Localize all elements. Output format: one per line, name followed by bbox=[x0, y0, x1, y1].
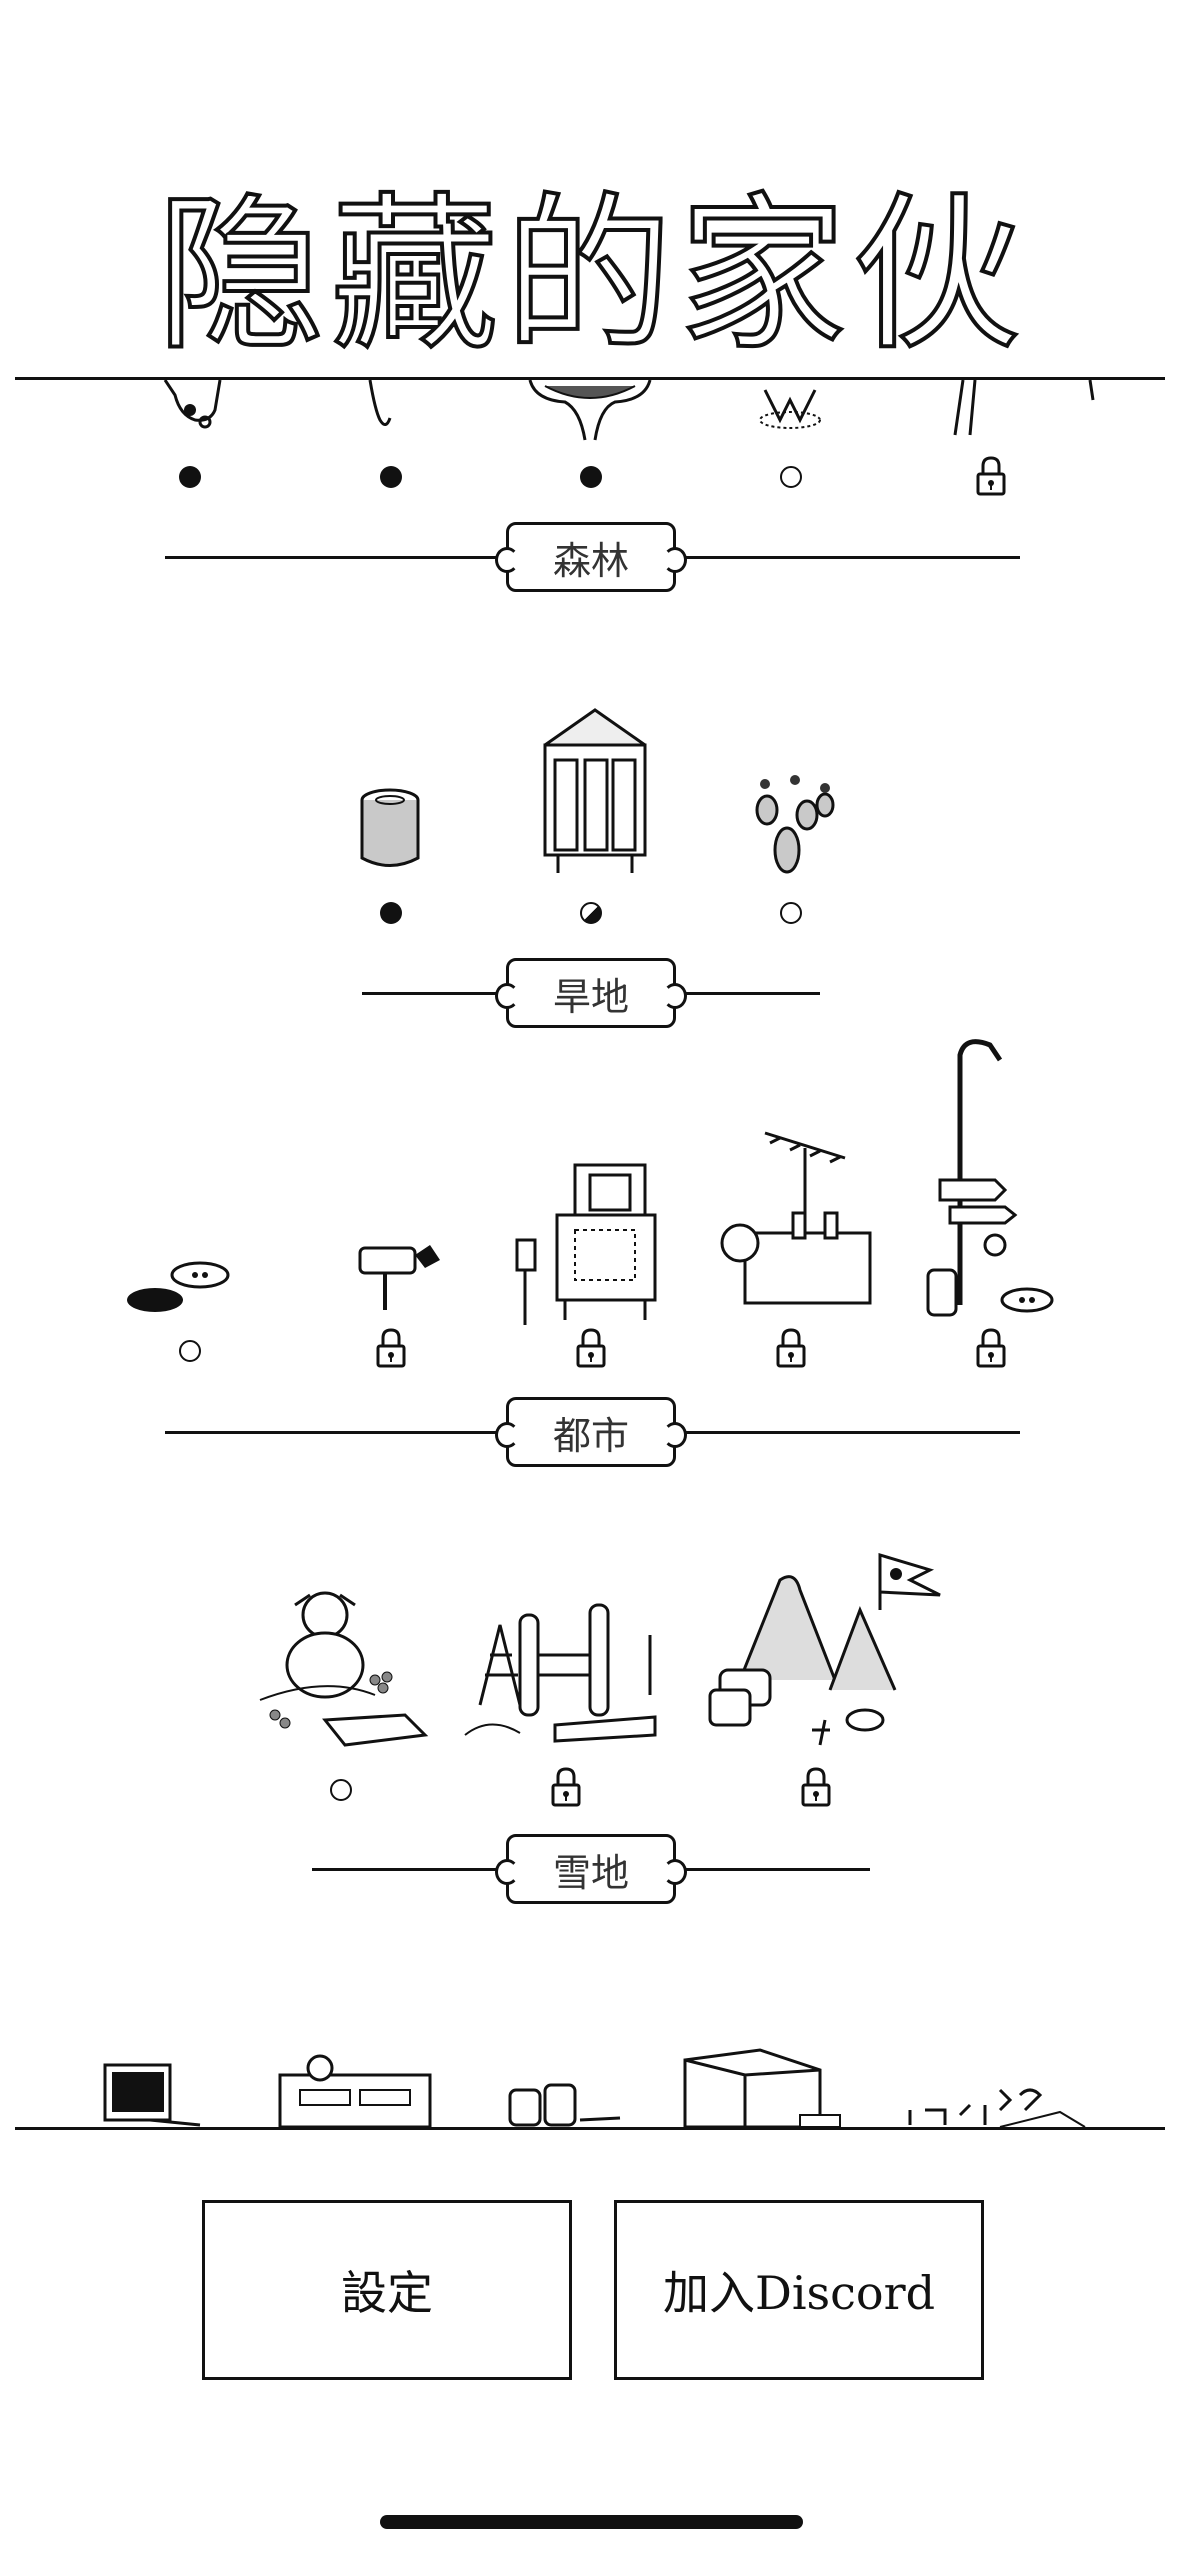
snow-level-3-thumb bbox=[708, 1552, 941, 1746]
section-label-dryland: 旱地 bbox=[495, 958, 687, 1028]
dryland-level-1-thumb[interactable] bbox=[355, 788, 425, 873]
decorative-scenery bbox=[103, 2048, 1086, 2129]
level-unlocked-indicator bbox=[780, 466, 802, 488]
lock-icon bbox=[776, 1328, 806, 1368]
level-partial-indicator bbox=[580, 902, 602, 924]
snow-level-2-thumb bbox=[464, 1603, 657, 1743]
game-title: 隐藏的家伙 bbox=[155, 175, 1027, 375]
lock-icon bbox=[576, 1328, 606, 1368]
level-unlocked-indicator bbox=[330, 1779, 352, 1801]
level-unlocked-indicator bbox=[780, 902, 802, 924]
dryland-level-2-thumb[interactable] bbox=[540, 705, 650, 875]
level-complete-indicator bbox=[179, 466, 201, 488]
settings-button[interactable]: 設定 bbox=[202, 2200, 572, 2380]
city-level-5-thumb bbox=[926, 1039, 1054, 1317]
level-unlocked-indicator bbox=[179, 1340, 201, 1362]
level-complete-indicator bbox=[380, 466, 402, 488]
lock-icon bbox=[801, 1767, 831, 1807]
forest-level-1-thumb[interactable] bbox=[160, 379, 240, 440]
lock-icon bbox=[976, 456, 1006, 496]
lock-icon bbox=[976, 1328, 1006, 1368]
lock-icon bbox=[551, 1767, 581, 1807]
section-label-forest: 森林 bbox=[495, 522, 687, 592]
forest-level-5-thumb bbox=[953, 379, 1095, 436]
top-divider bbox=[15, 377, 1165, 380]
join-discord-button[interactable]: 加入Discord bbox=[614, 2200, 984, 2380]
city-level-1-thumb[interactable] bbox=[125, 1255, 235, 1315]
forest-level-3-thumb[interactable] bbox=[525, 379, 655, 450]
forest-level-4-thumb[interactable] bbox=[750, 380, 830, 435]
city-level-3-thumb bbox=[515, 1163, 657, 1325]
bottom-divider bbox=[15, 2127, 1165, 2130]
forest-level-2-thumb[interactable] bbox=[360, 379, 400, 440]
snow-level-1-thumb[interactable] bbox=[255, 1585, 430, 1755]
level-complete-indicator bbox=[580, 466, 602, 488]
section-label-city: 都市 bbox=[495, 1397, 687, 1467]
level-complete-indicator bbox=[380, 902, 402, 924]
city-level-2-thumb bbox=[358, 1245, 440, 1310]
home-indicator[interactable] bbox=[380, 2515, 803, 2529]
lock-icon bbox=[376, 1328, 406, 1368]
city-level-4-thumb bbox=[720, 1131, 872, 1305]
section-label-snow: 雪地 bbox=[495, 1834, 687, 1904]
dryland-level-3-thumb[interactable] bbox=[745, 770, 840, 875]
